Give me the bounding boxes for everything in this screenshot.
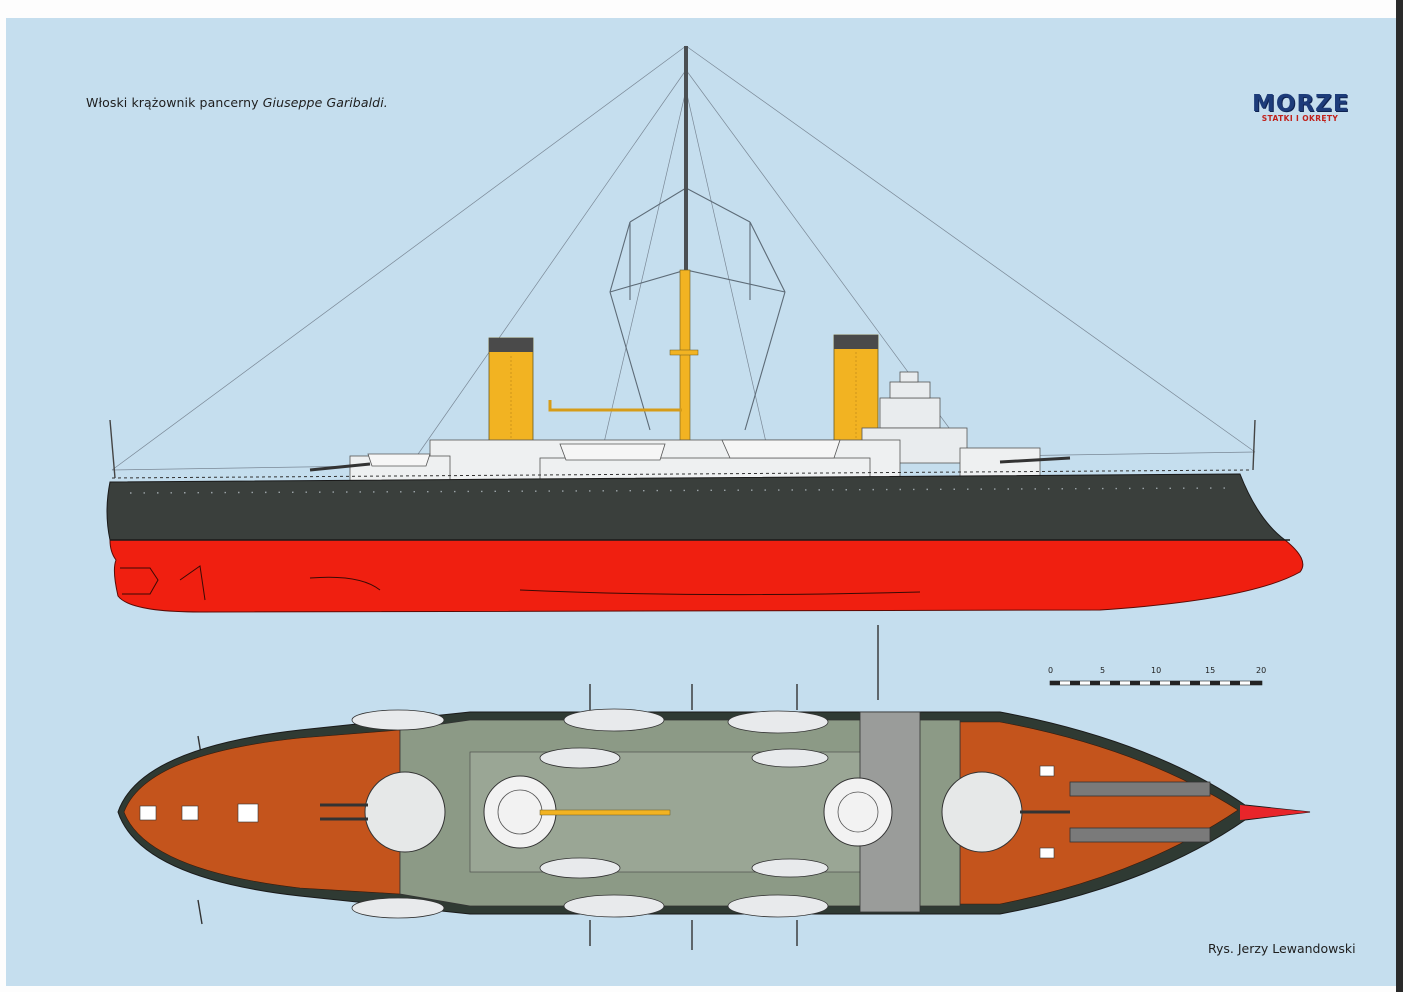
ram-bow [1240, 805, 1310, 820]
title-prefix: Włoski krążownik pancerny [86, 95, 263, 110]
derrick-top [539, 809, 671, 816]
scale-label-15: 15 [1205, 666, 1215, 675]
stern-flagpole [109, 419, 116, 479]
forecastle-deck [959, 721, 1239, 905]
scale-label-10: 10 [1151, 666, 1161, 675]
rudder-propeller [120, 565, 921, 601]
funnel-fore-top [823, 777, 893, 847]
scale-label-20: 20 [1256, 666, 1266, 675]
deck-rail [111, 469, 1251, 479]
boats-side [367, 439, 841, 467]
drawing-title: Włoski krążownik pancerny Giuseppe Garib… [86, 95, 388, 110]
fore-turret-gun [999, 456, 1071, 464]
rigging [111, 45, 1256, 481]
logo-main: MORZE [1252, 91, 1350, 117]
scale-label-5: 5 [1100, 666, 1105, 675]
bow-mounts [1069, 781, 1211, 843]
magazine-logo: MORZE STATKI I OKRĘTY [1252, 91, 1350, 126]
boats-top [351, 708, 829, 919]
fore-turret [941, 771, 1023, 853]
aft-turret-gun [309, 462, 371, 472]
aft-turret [364, 771, 446, 853]
yards [609, 187, 786, 431]
jack-staff [1252, 419, 1256, 471]
side-profile [106, 45, 1304, 613]
scale-label-0: 0 [1048, 666, 1053, 675]
mast-top [669, 349, 699, 356]
quarterdeck [123, 729, 401, 895]
turret-guns-top [320, 803, 1070, 821]
scale-bar: 0 5 10 15 20 [1048, 666, 1266, 686]
ship-name: Giuseppe Garibaldi. [262, 95, 388, 110]
hull-lower [109, 539, 1304, 613]
page-edge [1396, 0, 1403, 992]
topmast [684, 46, 688, 286]
boat-derrick [548, 400, 682, 412]
central-deck [469, 751, 891, 873]
top-view [117, 625, 1311, 950]
top-yard-arms [197, 625, 879, 950]
deck-hatches [139, 765, 1055, 859]
logo-sub: STATKI I OKRĘTY [1261, 114, 1339, 123]
illustrator-credit: Rys. Jerzy Lewandowski [1208, 941, 1356, 956]
hull-upper [106, 473, 1287, 541]
